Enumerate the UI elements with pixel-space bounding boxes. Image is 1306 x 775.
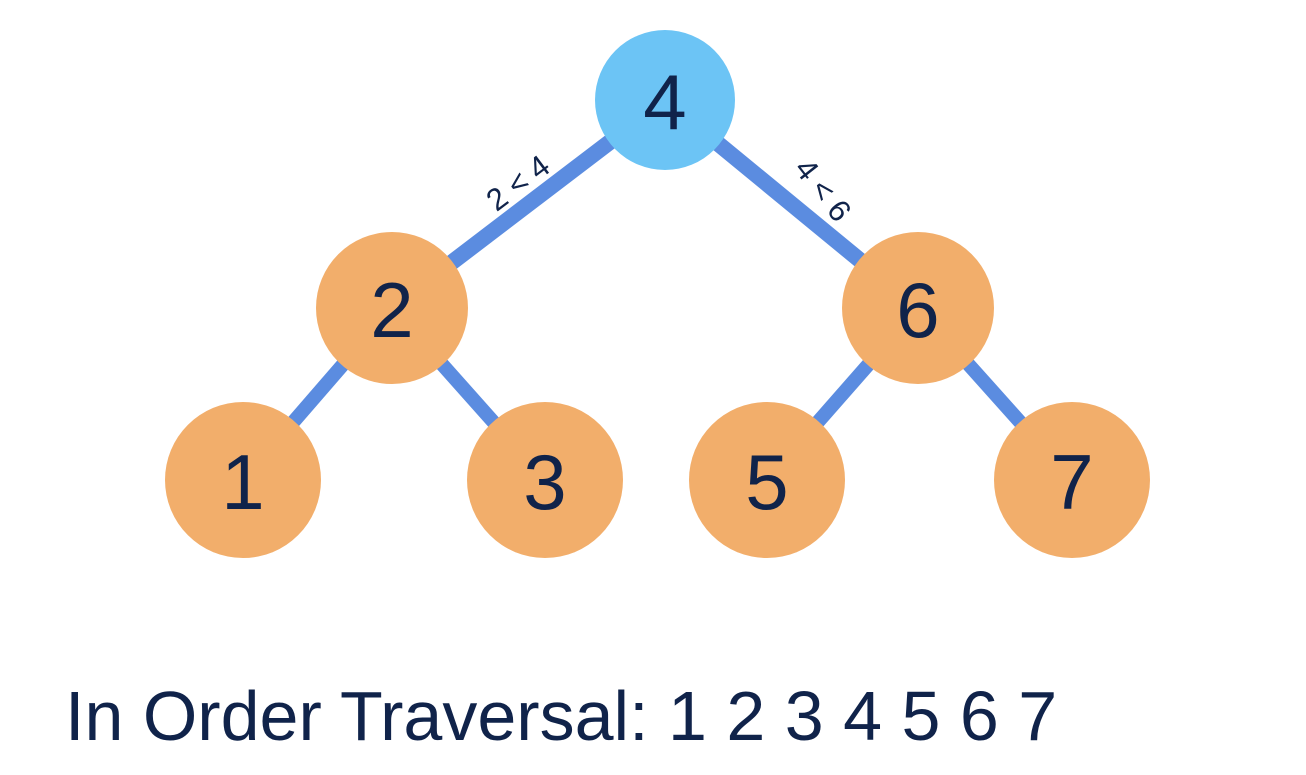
node-circle-3 xyxy=(467,402,623,558)
node-label-1: 1 xyxy=(221,438,264,526)
tree-node-3[interactable]: 3 xyxy=(467,402,623,558)
node-circle-7 xyxy=(994,402,1150,558)
node-circle-4 xyxy=(595,30,735,170)
nodes-group: 4 2 6 1 3 5 7 xyxy=(165,30,1150,558)
tree-node-1[interactable]: 1 xyxy=(165,402,321,558)
caption-in-order-traversal: In Order Traversal: 1 2 3 4 5 6 7 xyxy=(65,677,1057,755)
node-label-4: 4 xyxy=(643,58,686,146)
tree-node-2[interactable]: 2 xyxy=(316,232,468,384)
node-label-7: 7 xyxy=(1050,438,1093,526)
tree-node-6[interactable]: 6 xyxy=(842,232,994,384)
node-circle-1 xyxy=(165,402,321,558)
node-label-5: 5 xyxy=(745,438,788,526)
node-label-2: 2 xyxy=(370,266,413,354)
node-circle-5 xyxy=(689,402,845,558)
node-circle-2 xyxy=(316,232,468,384)
tree-node-5[interactable]: 5 xyxy=(689,402,845,558)
node-label-6: 6 xyxy=(896,266,939,354)
tree-node-4[interactable]: 4 xyxy=(595,30,735,170)
tree-node-7[interactable]: 7 xyxy=(994,402,1150,558)
node-label-3: 3 xyxy=(523,438,566,526)
node-circle-6 xyxy=(842,232,994,384)
